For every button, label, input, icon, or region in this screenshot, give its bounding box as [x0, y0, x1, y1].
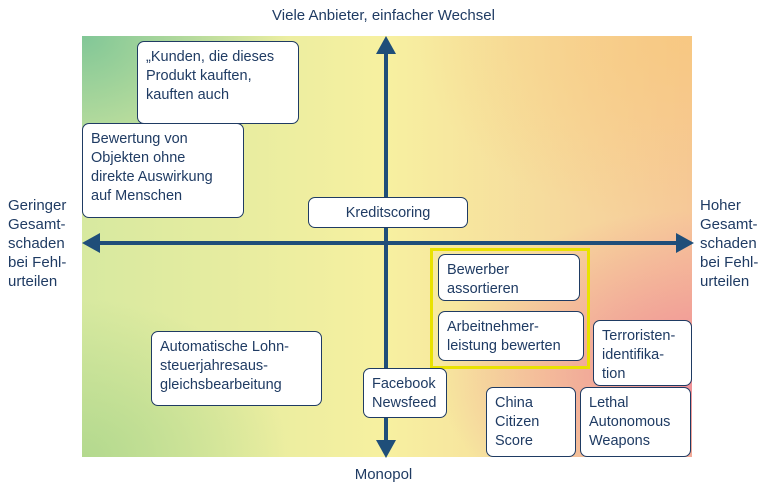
box-bewerber-assortieren: Bewerber assortieren [438, 254, 580, 301]
axis-label-top: Viele Anbieter, einfacher Wechsel [272, 7, 495, 24]
axis-label-bottom: Monopol [354, 466, 413, 483]
box-arbeitnehmerleistung: Arbeitnehmer- leistung bewerten [438, 311, 584, 361]
left-arrowhead [82, 233, 100, 253]
box-kreditscoring: Kreditscoring [308, 197, 468, 228]
box-bewertung-objekte: Bewertung von Objekten ohne direkte Ausw… [82, 123, 244, 218]
box-lohnsteuer: Automatische Lohn- steuerjahresaus- glei… [151, 331, 322, 406]
axis-label-left: Geringer Gesamt- schaden bei Fehl- urtei… [8, 197, 67, 290]
highlight-frame [430, 248, 590, 369]
right-arrowhead [676, 233, 694, 253]
box-terroristenidentifikation: Terroristen- identifika- tion [593, 320, 692, 386]
box-facebook-newsfeed: Facebook Newsfeed [363, 368, 447, 418]
box-kunden-kauften-auch: „Kunden, die dieses Produkt kauften, kau… [137, 41, 299, 124]
axis-label-right: Hoher Gesamt- schaden bei Fehl- urteilen [700, 197, 759, 290]
top-arrowhead [376, 36, 396, 54]
box-china-citizen-score: China Citizen Score [486, 387, 576, 457]
box-lethal-autonomous-weapons: Lethal Autonomous Weapons [580, 387, 691, 457]
bottom-arrowhead [376, 440, 396, 458]
